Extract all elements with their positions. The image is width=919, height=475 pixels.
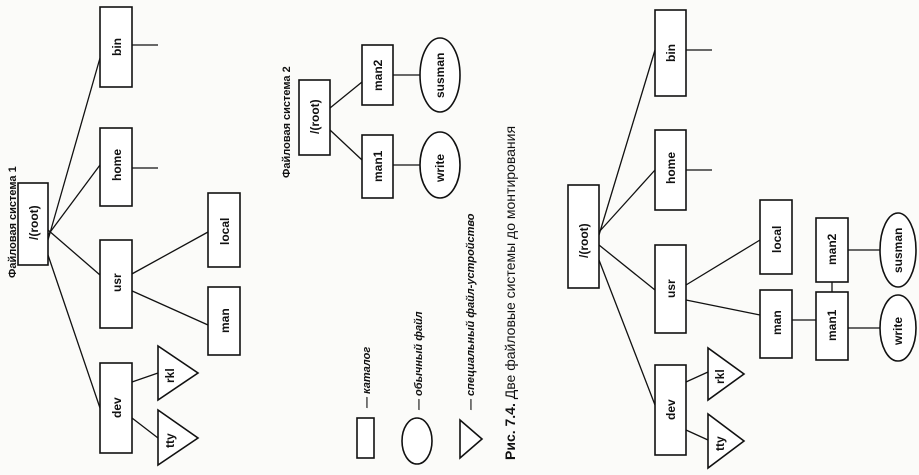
legend-dir-text: — каталог (361, 347, 373, 409)
edge-root-dev (47, 254, 101, 409)
legend-device-text: — специальный файл-устройство (465, 213, 477, 411)
m-node-dev-label: dev (664, 399, 678, 420)
node-usr: usr (99, 239, 133, 329)
m-edge-root-home (598, 169, 656, 233)
m-node-man2: man2 (815, 217, 849, 283)
node-root: /(root) (17, 182, 49, 266)
m-node-man2-label: man2 (825, 233, 839, 265)
legend-dir-symbol (356, 417, 375, 459)
node-man: man (207, 286, 241, 356)
node-write-label: write (433, 154, 447, 183)
m-node-local: local (759, 199, 793, 275)
node-usr-label: usr (110, 273, 124, 292)
node-tty-label: tty (163, 433, 177, 448)
node-dev: dev (99, 362, 133, 454)
legend: — каталог — обычный файл — специальный ф… (356, 213, 484, 465)
m-edge-usr-local (685, 239, 761, 286)
node-man1-label: man1 (371, 150, 385, 182)
node-dev-label: dev (110, 397, 124, 418)
m-node-bin-label: bin (664, 44, 678, 62)
m-node-rkl: rkl (707, 346, 746, 402)
filesystem-2: Файловая система 2 /(root) man2 man1 sus… (281, 37, 461, 199)
node-man-label: man (218, 308, 232, 333)
node-susman-label: susman (433, 53, 447, 98)
figure-caption: Рис. 7.4. Две файловые системы до монтир… (502, 126, 518, 460)
m-node-usr-label: usr (664, 279, 678, 298)
m-node-dev: dev (654, 364, 687, 456)
edge-root2-man1 (329, 129, 363, 161)
m-node-susman-label: susman (891, 228, 905, 273)
m-edge-root-usr (598, 244, 656, 291)
m-node-susman: susman (879, 212, 917, 288)
m-node-root-label: /(root) (577, 223, 591, 258)
node-bin: bin (99, 6, 133, 88)
caption-text: Две файловые системы до монтирования (502, 126, 518, 403)
m-edge-dev-rkl (685, 371, 709, 383)
m-node-write: write (879, 294, 917, 362)
node-root2-label: /(root) (308, 99, 322, 134)
edge-dev-rkl (131, 372, 159, 383)
fs2-title: Файловая система 2 (281, 66, 293, 178)
m-node-man: man (759, 289, 793, 359)
edge-dev-tty (131, 417, 159, 439)
node-rkl: rkl (157, 344, 200, 402)
m-node-tty-label: tty (713, 436, 727, 451)
node-man2: man2 (361, 44, 394, 106)
m-edge-dev-tty (685, 429, 709, 441)
m-node-man1-label: man1 (825, 309, 839, 341)
edge-root-home (47, 164, 101, 236)
node-write: write (419, 131, 461, 199)
fs1-title: Файловая система 1 (7, 166, 19, 278)
m-node-local-label: local (770, 226, 784, 253)
edge-usr-man (129, 289, 209, 326)
m-edge-root-dev (598, 259, 656, 406)
node-man2-label: man2 (371, 59, 385, 91)
merged-filesystem: /(root) bin home usr dev local man man2 (567, 9, 917, 470)
m-node-write-label: write (891, 317, 905, 346)
caption-prefix: Рис. 7.4. (502, 403, 518, 460)
node-local: local (207, 192, 241, 268)
node-local-label: local (218, 218, 232, 245)
node-susman: susman (419, 37, 461, 113)
m-node-man1: man1 (815, 291, 849, 361)
legend-file-text: — обычный файл (413, 311, 425, 411)
edge-root2-man2 (329, 81, 363, 109)
node-bin-label: bin (110, 38, 124, 56)
m-edge-usr-man (685, 299, 761, 316)
filesystem-1: Файловая система 1 /(root) bin home usr (7, 6, 241, 467)
m-node-bin: bin (654, 9, 687, 97)
node-home-label: home (110, 149, 124, 181)
m-node-tty: tty (707, 412, 746, 470)
edge-root-usr (47, 229, 101, 276)
edge-root-bin (47, 57, 101, 241)
legend-device-symbol (459, 418, 484, 460)
m-node-rkl-label: rkl (713, 369, 727, 384)
edge-usr-local (129, 231, 209, 276)
node-man1: man1 (361, 134, 394, 199)
node-root2: /(root) (298, 79, 331, 156)
m-node-root: /(root) (567, 184, 600, 289)
node-rkl-label: rkl (163, 368, 177, 383)
m-node-home: home (654, 129, 687, 211)
m-node-man-label: man (770, 310, 784, 335)
node-root-label: /(root) (27, 205, 41, 240)
legend-file-symbol (401, 417, 433, 465)
node-tty: tty (157, 408, 200, 467)
m-edge-root-bin (598, 49, 656, 236)
node-home: home (99, 127, 133, 207)
m-node-usr: usr (654, 244, 687, 334)
m-node-home-label: home (664, 152, 678, 184)
